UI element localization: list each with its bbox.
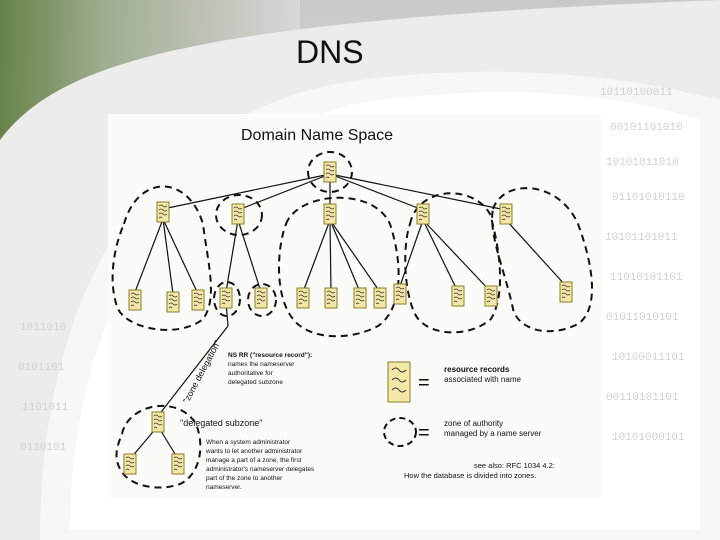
svg-text:10101101011: 10101101011 [605,232,678,244]
legend-zone-icon [383,417,417,447]
svg-text:1011010: 1011010 [20,322,66,334]
svg-text:00110101101: 00110101101 [606,392,679,404]
zone-delegated-subzone [115,405,202,489]
svg-text:01101010110: 01101010110 [612,192,685,204]
zone-right1 [404,192,502,334]
ns-rr-note: NS RR ("resource record"): names the nam… [228,352,312,386]
svg-text:1101011: 1101011 [22,402,69,414]
legend-records-line2: associated with name [444,375,521,384]
diagram-title: Domain Name Space [241,127,393,144]
admin-note-line: administrator's nameserver delegates [206,466,315,473]
admin-note-line: nameserver. [206,484,242,491]
zone-right2 [491,187,593,333]
tree-edges [129,173,567,460]
ns-rr-note-line: names the nameserver [228,361,295,368]
legend: = resource records associated with name … [383,361,542,447]
svg-text:0101101: 0101101 [18,362,65,374]
svg-text:10100011101: 10100011101 [612,352,685,364]
admin-note-line: wants to let another administrator [205,448,303,455]
legend-record-icon [387,361,411,403]
svg-text:00101101010: 00101101010 [610,122,683,134]
see-also-line: see also: RFC 1034 4.2: [474,461,555,470]
svg-text:11010101101: 11010101101 [610,272,683,284]
admin-note-line: When a system administrator [206,439,291,446]
svg-text:10101000101: 10101000101 [612,432,685,444]
legend-zone-line1: zone of authority [444,419,503,428]
svg-text:10110100011: 10110100011 [600,87,673,99]
svg-text:01011010101: 01011010101 [606,312,679,324]
root-zone [307,151,353,193]
legend-records-line1: resource records [444,365,510,374]
delegated-subzone-label: "delegated subzone" [180,418,262,428]
slide-title: DNS [296,34,364,70]
zone-delegation-label: "zone delegation" [181,338,223,404]
legend-equals: = [418,372,430,394]
zone-subtree [247,283,277,317]
admin-note-line: manage a part of a zone, the first [206,457,302,464]
admin-note-line: part of the zone to another [206,475,283,482]
ns-rr-note-line: authoritative for [228,370,274,377]
zone-small [215,194,263,236]
ns-rr-note-line: delegated subzone [228,379,283,386]
see-also-note: see also: RFC 1034 4.2: How the database… [404,461,555,480]
zone-left [111,185,212,331]
svg-text:0110101: 0110101 [20,442,67,454]
ns-rr-note-line: NS RR ("resource record"): [228,352,312,359]
see-also-line: How the database is divided into zones. [404,471,536,480]
zone-middle [278,196,400,338]
zone-boundaries [111,151,593,489]
zone-delegating [213,281,241,317]
dns-diagram: Domain Name Space [108,114,602,498]
admin-note: When a system administrator wants to let… [205,439,315,491]
legend-equals: = [418,422,430,444]
legend-zone-line2: managed by a name server [444,429,542,438]
svg-text:10101011010: 10101011010 [606,157,679,169]
